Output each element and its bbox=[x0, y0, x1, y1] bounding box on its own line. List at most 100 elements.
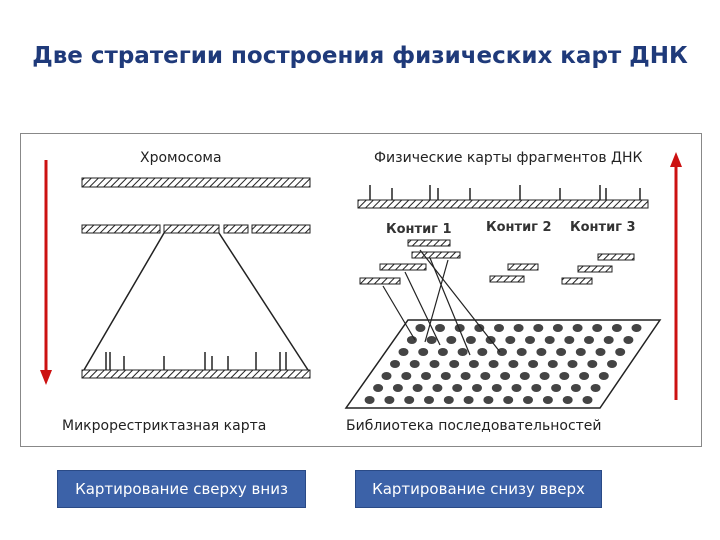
library-well bbox=[508, 360, 519, 368]
physical-map-bar bbox=[357, 185, 649, 209]
library-well bbox=[500, 372, 511, 380]
library-well bbox=[409, 360, 420, 368]
slide-title: Две стратегии построения физических карт… bbox=[32, 43, 688, 69]
library-well bbox=[463, 396, 474, 404]
library-well bbox=[582, 396, 593, 404]
library-well bbox=[631, 324, 642, 332]
library-well bbox=[552, 324, 563, 332]
library-well bbox=[575, 348, 586, 356]
top-down-mapping-button[interactable]: Картирование сверху вниз bbox=[57, 470, 306, 508]
library-well bbox=[611, 324, 622, 332]
library-well bbox=[564, 336, 575, 344]
library-well bbox=[528, 360, 539, 368]
restriction-map-label: Микрорестриктазная карта bbox=[62, 418, 267, 434]
library-well bbox=[460, 372, 471, 380]
library-well bbox=[607, 360, 617, 368]
contig-2-fragments bbox=[489, 263, 539, 283]
library-well bbox=[539, 372, 550, 380]
contig-2-label: Контиг 2 bbox=[486, 220, 552, 235]
library-well bbox=[623, 336, 634, 344]
library-well bbox=[424, 396, 434, 404]
library-well bbox=[494, 324, 504, 332]
physical-maps-label: Физические карты фрагментов ДНК bbox=[374, 150, 643, 166]
contig-3-label: Контиг 3 bbox=[570, 220, 636, 235]
library-well bbox=[406, 336, 417, 344]
library-well bbox=[398, 348, 409, 356]
diagram-frame bbox=[20, 133, 702, 447]
library-well bbox=[525, 336, 535, 344]
library-well bbox=[392, 384, 403, 392]
library-well bbox=[488, 360, 499, 368]
library-well bbox=[364, 396, 375, 404]
library-well bbox=[480, 372, 491, 380]
library-well bbox=[412, 384, 423, 392]
library-well bbox=[497, 348, 507, 356]
library-well bbox=[567, 360, 578, 368]
library-well bbox=[572, 324, 583, 332]
library-well bbox=[542, 396, 553, 404]
library-well bbox=[505, 336, 516, 344]
up-arrow bbox=[670, 152, 682, 400]
contig-1-label: Контиг 1 bbox=[386, 222, 452, 237]
library-well bbox=[595, 348, 606, 356]
library-label: Библиотека последовательностей bbox=[346, 418, 602, 434]
library-well bbox=[452, 384, 463, 392]
library-plate bbox=[344, 319, 662, 409]
bottom-up-mapping-button[interactable]: Картирование снизу вверх bbox=[355, 470, 602, 508]
library-well bbox=[465, 336, 476, 344]
library-wells bbox=[364, 324, 642, 404]
library-well bbox=[384, 396, 395, 404]
library-well bbox=[603, 336, 614, 344]
library-well bbox=[533, 324, 544, 332]
library-well bbox=[587, 360, 598, 368]
library-well bbox=[519, 372, 530, 380]
library-well bbox=[421, 372, 431, 380]
library-well bbox=[415, 324, 426, 332]
library-well bbox=[536, 348, 547, 356]
library-well bbox=[570, 384, 581, 392]
contig-1-fragments bbox=[359, 239, 461, 285]
library-well bbox=[418, 348, 429, 356]
library-well bbox=[457, 348, 468, 356]
library-well bbox=[523, 396, 533, 404]
library-well bbox=[446, 336, 457, 344]
chromosome-bar bbox=[81, 177, 311, 188]
library-well bbox=[562, 396, 573, 404]
library-arrows bbox=[382, 249, 501, 356]
library-well bbox=[432, 384, 443, 392]
restriction-map bbox=[81, 352, 311, 379]
library-well bbox=[437, 348, 448, 356]
library-well bbox=[556, 348, 567, 356]
library-well bbox=[559, 372, 570, 380]
library-well bbox=[373, 384, 384, 392]
library-well bbox=[491, 384, 502, 392]
library-well bbox=[429, 360, 440, 368]
library-well bbox=[468, 360, 479, 368]
library-well bbox=[551, 384, 562, 392]
library-well bbox=[590, 384, 601, 392]
library-well bbox=[426, 336, 437, 344]
library-well bbox=[513, 324, 524, 332]
library-well bbox=[544, 336, 555, 344]
library-well bbox=[584, 336, 594, 344]
library-well bbox=[503, 396, 514, 404]
library-well bbox=[390, 360, 400, 368]
library-well bbox=[531, 384, 542, 392]
library-well bbox=[404, 396, 415, 404]
fragmented-chromosome bbox=[81, 224, 311, 234]
library-well bbox=[483, 396, 494, 404]
contig-3-fragments bbox=[561, 253, 635, 285]
library-well bbox=[592, 324, 603, 332]
library-well bbox=[615, 348, 626, 356]
library-well bbox=[511, 384, 522, 392]
down-arrow bbox=[40, 160, 52, 385]
library-well bbox=[449, 360, 460, 368]
library-well bbox=[381, 372, 392, 380]
library-well bbox=[435, 324, 445, 332]
library-well bbox=[443, 396, 454, 404]
library-well bbox=[454, 324, 465, 332]
library-well bbox=[440, 372, 451, 380]
library-well bbox=[401, 372, 412, 380]
library-well bbox=[598, 372, 609, 380]
